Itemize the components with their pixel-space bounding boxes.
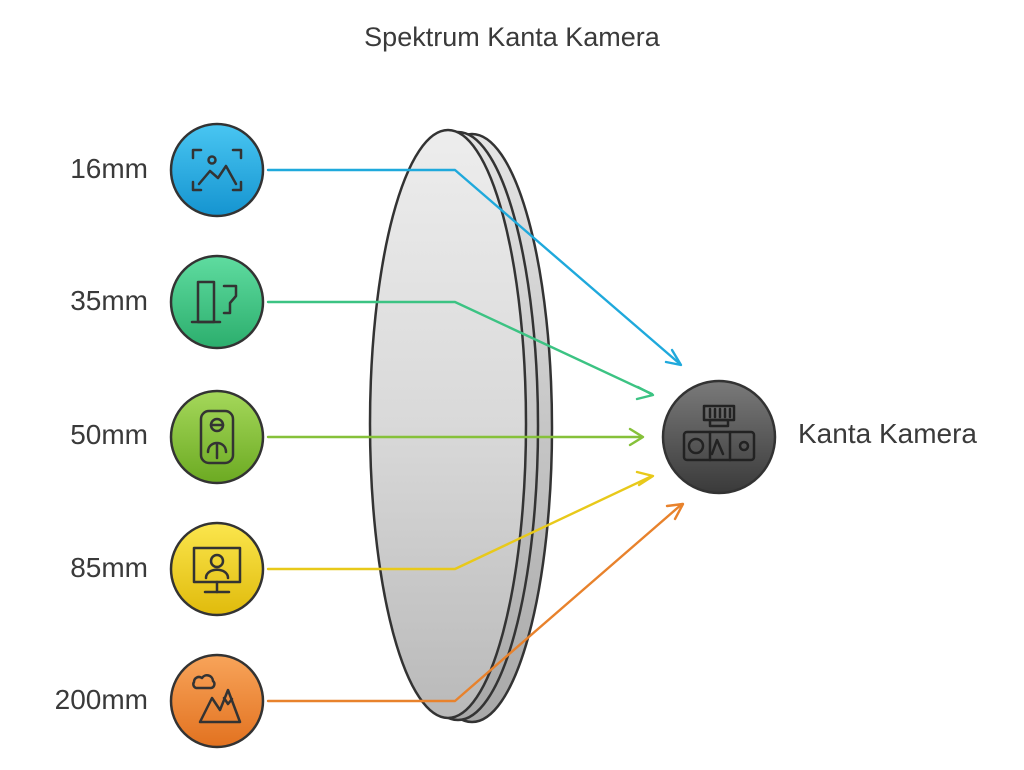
lens-node-16mm [169, 122, 265, 218]
mountains-clouds-icon [192, 674, 242, 724]
lens-label-200mm: 200mm [54, 684, 148, 715]
lens-node-200mm [169, 653, 265, 749]
ray-200mm [266, 502, 684, 703]
lens-node-85mm [169, 521, 265, 617]
ray-200mm-arrowhead [665, 502, 685, 521]
camera-label: Kanta Kamera [798, 418, 977, 449]
ray-85mm [266, 474, 654, 571]
lens-label-85mm: 85mm [70, 552, 148, 583]
lens-label-16mm: 16mm [70, 153, 148, 184]
ray-35mm-arrowhead [635, 385, 655, 401]
landscape-frame-icon [191, 148, 243, 192]
lens-node-50mm [169, 389, 265, 485]
lens-label-35mm: 35mm [70, 285, 148, 316]
ray-16mm-arrowhead [664, 348, 683, 367]
lens-node-35mm [169, 254, 265, 350]
camera-node [661, 379, 777, 495]
diagram-title: Spektrum Kanta Kamera [364, 22, 660, 52]
camera-icon [682, 404, 756, 462]
lens-label-50mm: 50mm [70, 419, 148, 450]
ray-85mm-arrowhead [635, 470, 655, 487]
person-portrait-icon [199, 409, 235, 465]
portrait-monitor-icon [192, 546, 242, 594]
ray-35mm [266, 300, 654, 396]
lens-element [368, 128, 554, 724]
ray-50mm-arrowhead [628, 427, 645, 447]
ray-16mm [266, 168, 682, 366]
door-icon [190, 280, 238, 324]
